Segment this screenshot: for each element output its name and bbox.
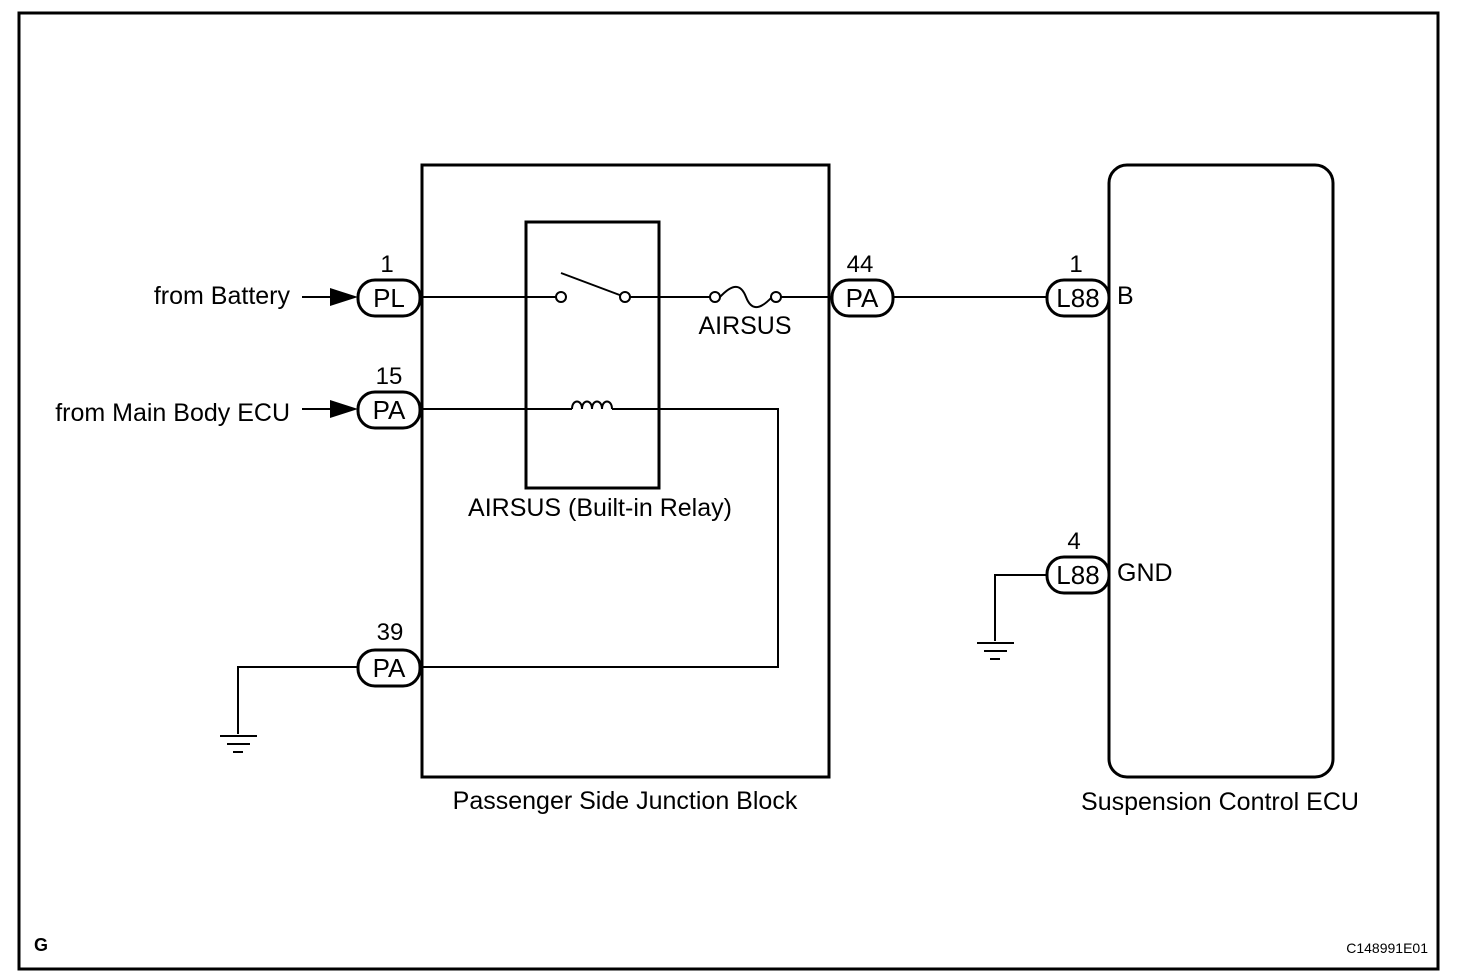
connector-pa44-code: PA bbox=[846, 283, 879, 313]
pin-number-pa39: 39 bbox=[377, 619, 404, 646]
fuse-terminal-left bbox=[709, 291, 721, 303]
connector-l88-gnd bbox=[1045, 555, 1111, 595]
fuse-label: AIRSUS bbox=[698, 312, 791, 340]
main-body-arrow-icon bbox=[330, 400, 358, 418]
connector-l88-b bbox=[1045, 278, 1111, 318]
connector-pa44 bbox=[830, 278, 895, 318]
connector-pa15 bbox=[356, 390, 422, 430]
label-from-main-body-ecu: from Main Body ECU bbox=[55, 399, 290, 427]
wire-coil-to-pa39 bbox=[420, 408, 779, 668]
ground-icon-ecu bbox=[977, 642, 1014, 660]
connector-l88-b-code: L88 bbox=[1056, 283, 1099, 313]
connector-pl1 bbox=[356, 278, 422, 318]
junction-block-box bbox=[420, 163, 831, 779]
connector-pl1-code: PL bbox=[373, 283, 405, 313]
coil-icon bbox=[571, 400, 613, 410]
pin-number-pa44: 44 bbox=[847, 251, 874, 278]
wire-pa39-to-ground bbox=[237, 666, 358, 734]
switch-contact-left bbox=[555, 291, 567, 303]
ecu-title: Suspension Control ECU bbox=[1081, 788, 1359, 816]
wire-ecu-gnd-to-ground bbox=[994, 574, 1047, 641]
relay-box bbox=[524, 220, 661, 490]
connector-pa15-code: PA bbox=[373, 395, 406, 425]
ecu-terminal-gnd-label: GND bbox=[1117, 559, 1173, 587]
diagram-frame bbox=[17, 11, 1440, 971]
pin-number-l88-gnd: 4 bbox=[1067, 528, 1080, 555]
switch-blade bbox=[560, 272, 626, 298]
pin-number-l88-b: 1 bbox=[1069, 251, 1082, 278]
junction-block-title: Passenger Side Junction Block bbox=[453, 787, 798, 815]
battery-arrow-icon bbox=[330, 288, 358, 306]
connector-l88-gnd-code: L88 bbox=[1056, 560, 1099, 590]
connector-pa39-code: PA bbox=[373, 653, 406, 683]
connector-pa39 bbox=[356, 648, 422, 688]
pin-number-pl1: 1 bbox=[380, 251, 393, 278]
pin-number-pa15: 15 bbox=[376, 363, 403, 390]
ground-icon bbox=[220, 735, 257, 753]
footer-figure-code: C148991E01 bbox=[1346, 940, 1428, 956]
label-from-battery: from Battery bbox=[154, 282, 291, 310]
relay-label: AIRSUS (Built-in Relay) bbox=[468, 494, 732, 522]
fuse-icon bbox=[719, 285, 773, 309]
ecu-terminal-b-label: B bbox=[1117, 282, 1134, 310]
switch-contact-right bbox=[619, 291, 631, 303]
footer-left-mark: G bbox=[34, 935, 48, 955]
fuse-terminal-right bbox=[770, 291, 782, 303]
ecu-box bbox=[1107, 163, 1335, 779]
